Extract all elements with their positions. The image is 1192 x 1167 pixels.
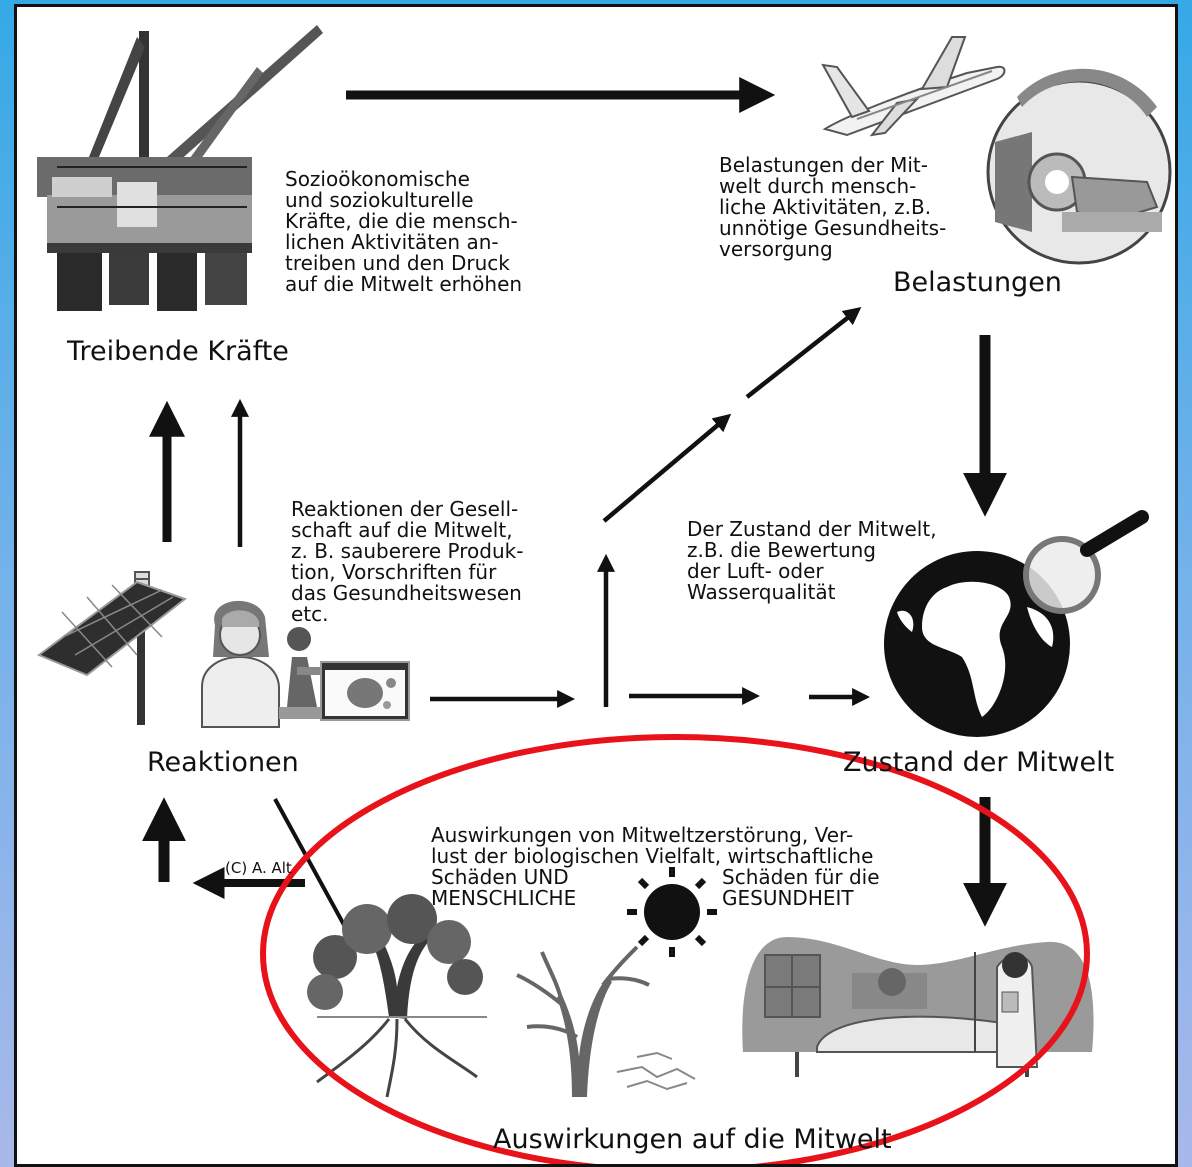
impacts-label: Auswirkungen auf die Mitwelt	[493, 1125, 892, 1155]
dead-tree-icon	[517, 947, 695, 1097]
magnifier-icon	[1026, 517, 1142, 611]
oil-rig-icon	[37, 25, 323, 311]
responses-label: Reaktionen	[147, 748, 299, 778]
impacts-description-line1: Auswirkungen von Mitweltzerstörung, Ver-…	[431, 825, 873, 867]
arrow-responses-to-pressures-1	[604, 419, 725, 521]
diagram-frame: Sozioökonomische und soziokulturelle Krä…	[14, 4, 1178, 1167]
impacts-description-left: Schäden UND MENSCHLICHE	[431, 867, 576, 909]
monitor-icon	[321, 662, 409, 720]
state-label: Zustand der Mitwelt	[843, 748, 1114, 778]
copyright-credit: (C) A. Alt	[225, 860, 292, 876]
ct-scanner-icon	[988, 69, 1170, 263]
driving-forces-description: Sozioökonomische und soziokulturelle Krä…	[285, 169, 522, 295]
impacts-description-right: Schäden für die GESUNDHEIT	[722, 867, 880, 909]
tree-icon	[307, 894, 487, 1097]
airplane-icon	[823, 37, 1005, 135]
driving-forces-label: Treibende Kräfte	[67, 337, 289, 367]
diagram-graphics	[17, 7, 1178, 1167]
arrow-responses-to-pressures-2	[747, 312, 855, 397]
pressures-description: Belastungen der Mit- welt durch mensch- …	[719, 155, 946, 260]
sun-icon	[627, 867, 717, 957]
scientist-icon	[202, 601, 279, 727]
responses-description: Reaktionen der Gesell- schaft auf die Mi…	[291, 499, 523, 625]
pressures-label: Belastungen	[893, 268, 1062, 298]
solar-panel-icon	[39, 572, 185, 725]
state-description: Der Zustand der Mitwelt, z.B. die Bewert…	[687, 519, 937, 603]
